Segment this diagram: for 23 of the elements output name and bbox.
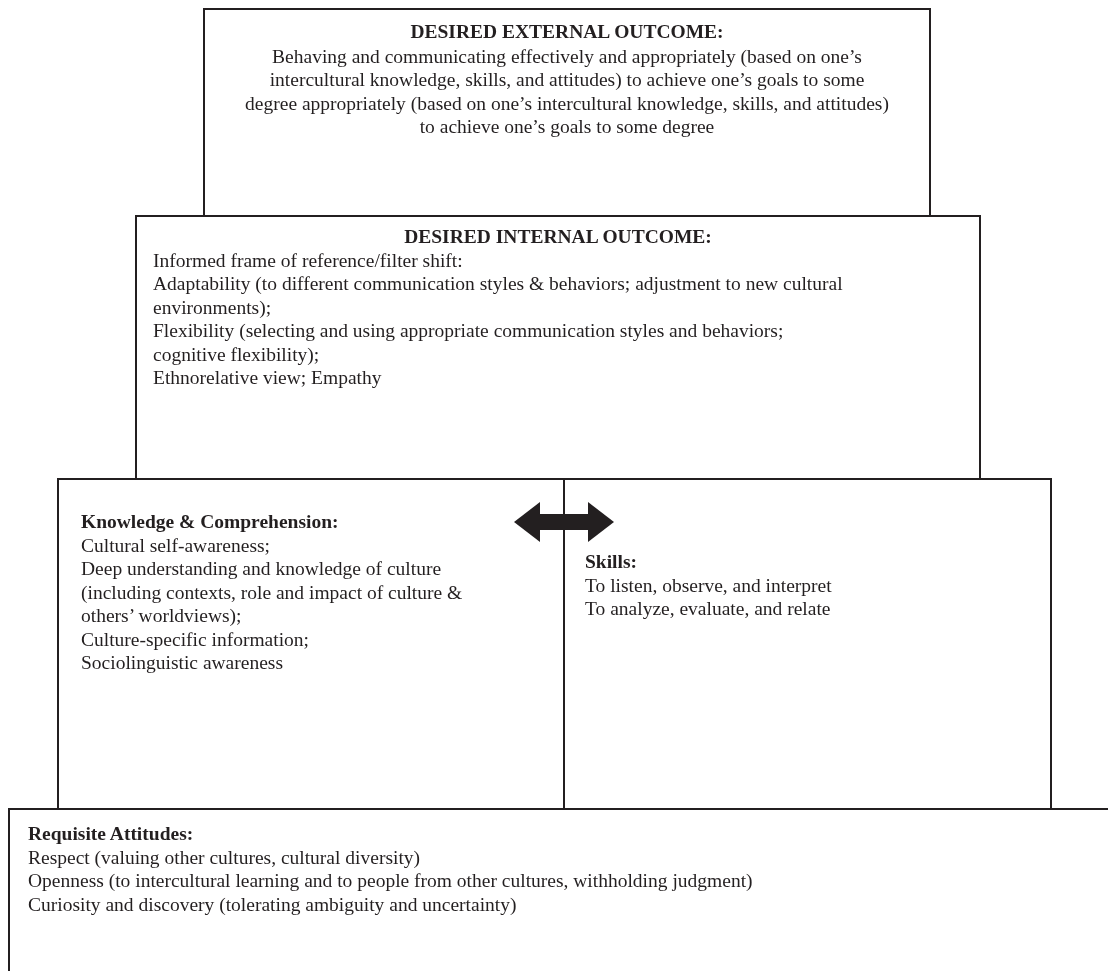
text-box (135, 215, 981, 480)
text-box (8, 808, 1108, 971)
double-arrow (514, 502, 614, 542)
body-text: Adaptability (to different communication styles & behaviors; adjustment to new cultural environments); (153, 272, 843, 319)
heading: Skills: (585, 550, 639, 574)
heading: DESIRED INTERNAL OUTCOME: (403, 225, 713, 249)
body-text: To listen, observe, and interpret (585, 573, 833, 597)
body-text: Behaving and communicating effectively and appropriately (based on one’s intercultural knowledge, skills, and attitudes) to achieve one’s goals to some degree appropriately (based on one’s intercultural knowledge, skills, and attitudes) to achieve one’s goals to some degree (245, 44, 889, 139)
body-text: Culture-specific information; (81, 627, 310, 651)
heading: Knowledge & Comprehension: (81, 510, 340, 534)
body-text: Deep understanding and knowledge of culture (including contexts, role and impact of culture & others’ worldviews); (81, 557, 464, 628)
body-text: Respect (valuing other cultures, cultural diversity) (28, 845, 422, 869)
body-text: To analyze, evaluate, and relate (585, 597, 832, 621)
text-box (203, 8, 931, 217)
body-text: Flexibility (selecting and using appropriate communication styles and behaviors; cognitive flexibility); (153, 319, 785, 366)
body-text: Curiosity and discovery (tolerating ambiguity and uncertainty) (28, 892, 518, 916)
body-text: Openness (to intercultural learning and to people from other cultures, withholding judgment) (28, 869, 754, 893)
heading: Requisite Attitudes: (28, 822, 195, 846)
body-text: Informed frame of reference/filter shift: (153, 248, 464, 272)
body-text: Sociolinguistic awareness (81, 651, 284, 675)
heading: DESIRED EXTERNAL OUTCOME: (409, 20, 725, 44)
body-text: Cultural self-awareness; (81, 533, 271, 557)
body-text: Ethnorelative view; Empathy (153, 366, 383, 390)
